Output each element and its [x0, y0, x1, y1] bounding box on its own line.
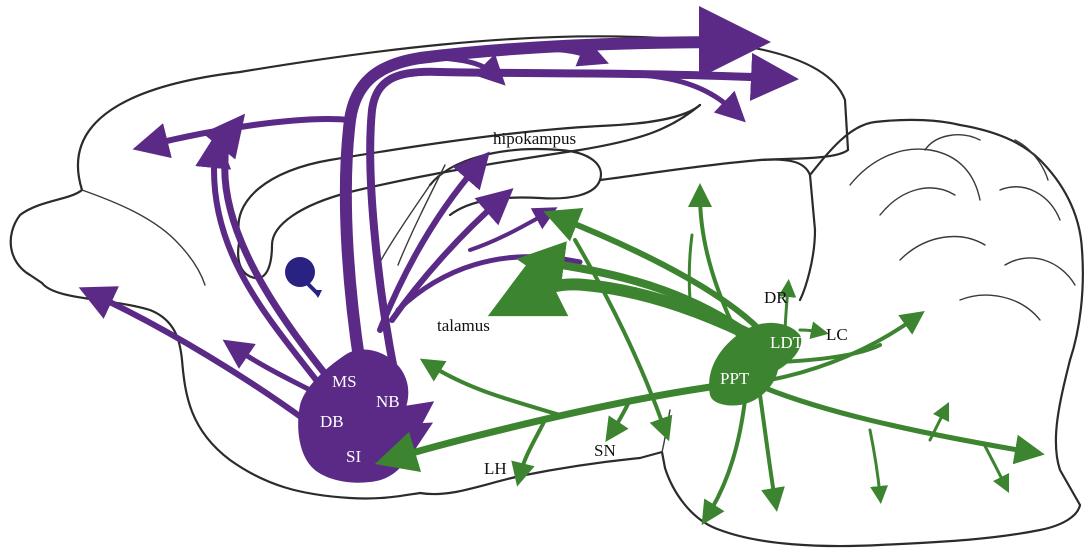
- label-sn: SN: [594, 441, 616, 460]
- label-ldt: LDT: [770, 333, 804, 352]
- label-lc: LC: [826, 325, 848, 344]
- basal-forebrain-projections: [95, 42, 775, 483]
- label-lh: LH: [484, 459, 507, 478]
- label-hippocampus: hipokampus: [493, 129, 576, 148]
- label-ms: MS: [332, 372, 357, 391]
- label-dr: DR: [764, 288, 788, 307]
- label-si: SI: [346, 447, 361, 466]
- label-thalamus: talamus: [437, 316, 490, 335]
- label-ppt: PPT: [720, 369, 750, 388]
- label-nb: NB: [376, 392, 400, 411]
- label-db: DB: [320, 412, 344, 431]
- neuron-icon: [285, 257, 322, 298]
